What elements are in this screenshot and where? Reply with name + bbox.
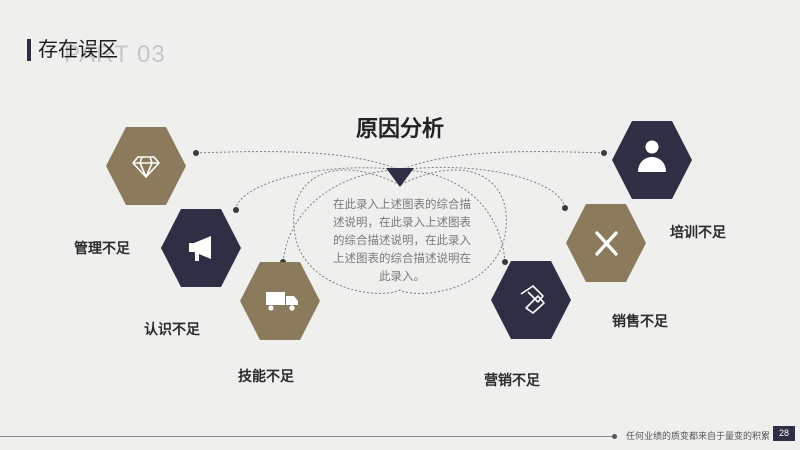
label-marketing: 营销不足 xyxy=(484,373,540,389)
label-training: 培训不足 xyxy=(670,225,726,241)
person-icon xyxy=(638,140,666,172)
description-outline xyxy=(293,169,507,294)
connector-dot xyxy=(562,205,568,211)
label-awareness: 认识不足 xyxy=(144,322,200,338)
connector-lines xyxy=(195,151,605,294)
page-title: 存在误区 xyxy=(38,37,118,61)
connector-line xyxy=(282,169,401,263)
connector-dot xyxy=(502,259,508,265)
hexagon-sales xyxy=(566,204,646,282)
truck-icon xyxy=(266,292,298,311)
connector-dot xyxy=(601,150,607,156)
hexagon-management xyxy=(106,127,186,205)
center-pointer xyxy=(386,168,414,187)
label-skills: 技能不足 xyxy=(238,369,294,385)
page-number: 28 xyxy=(773,426,795,441)
connector-line xyxy=(399,166,566,209)
hexagon-marketing xyxy=(491,261,571,339)
connector-line xyxy=(195,151,401,171)
megaphone-icon xyxy=(189,236,211,261)
diamond-icon xyxy=(132,156,160,178)
label-management: 管理不足 xyxy=(74,241,130,257)
label-sales: 销售不足 xyxy=(612,314,668,330)
footer-divider xyxy=(0,436,614,437)
footer-dot xyxy=(612,434,617,439)
center-heading: 原因分析 xyxy=(355,117,444,142)
footer-slogan: 任何业绩的质变都来自于量变的积累 xyxy=(626,432,771,442)
connector-dot xyxy=(193,150,199,156)
connector-line xyxy=(399,151,605,171)
tools-icon xyxy=(595,231,618,256)
connector-dot xyxy=(233,207,239,213)
hexagon-skills xyxy=(240,262,320,340)
part-watermark: PART 03 xyxy=(64,41,166,68)
connector-dots xyxy=(193,150,607,265)
title-accent-bar xyxy=(27,39,31,61)
connector-line xyxy=(235,167,401,211)
hexagon-training xyxy=(612,121,692,199)
hexagon-awareness xyxy=(161,209,241,287)
center-description: 在此录入上述图表的综合描述说明，在此录入上述图表的综合描述说明，在此录入上述图表… xyxy=(333,197,471,283)
connector-line xyxy=(399,169,506,263)
handshake-icon xyxy=(520,285,545,314)
